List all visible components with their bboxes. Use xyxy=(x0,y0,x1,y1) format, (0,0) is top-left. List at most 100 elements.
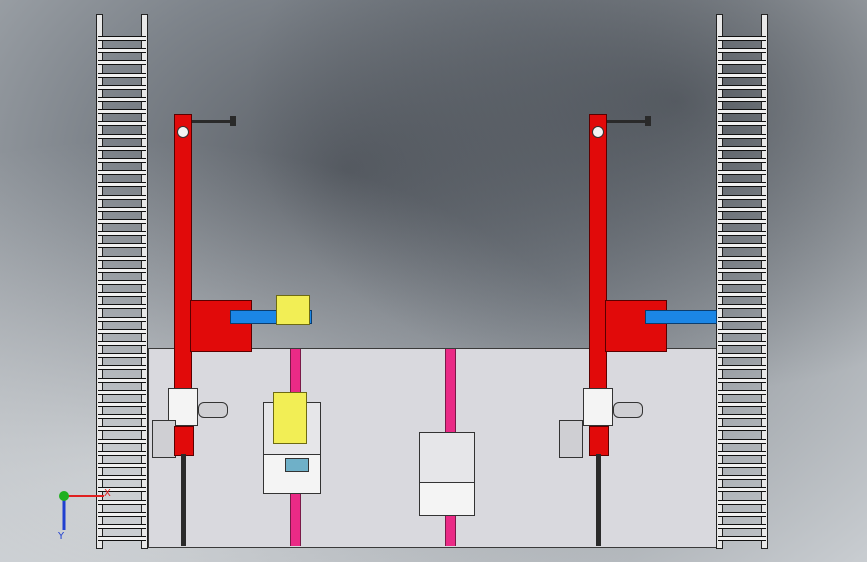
gantry-robot-left[interactable] xyxy=(150,110,320,550)
x-axis-label: X xyxy=(104,488,111,499)
rack-shelf xyxy=(98,219,146,224)
axis-triad xyxy=(59,491,104,530)
rack-shelf xyxy=(718,267,766,273)
top-arm-end-right xyxy=(645,116,651,126)
z-axis-dot xyxy=(59,491,69,501)
rack-shelf xyxy=(98,524,146,529)
rack-shelf xyxy=(98,267,146,273)
rack-shelf xyxy=(718,328,766,334)
rack-shelf xyxy=(98,536,146,542)
rack-shelf xyxy=(718,145,766,151)
rack-shelf xyxy=(718,170,766,176)
rack-shelf xyxy=(98,463,146,468)
rack-shelf xyxy=(718,414,766,420)
rack-shelf xyxy=(718,219,766,224)
rack-shelf xyxy=(718,536,766,542)
top-arm-end-left xyxy=(230,116,236,126)
rack-shelf xyxy=(98,97,146,102)
rack-shelf xyxy=(98,292,146,298)
rack-shelf xyxy=(718,365,766,371)
rack-shelf xyxy=(718,231,766,237)
rack-shelf xyxy=(98,353,146,359)
top-arm-left xyxy=(188,120,234,123)
storage-rack-left xyxy=(96,14,148,549)
rack-shelf xyxy=(718,450,766,456)
rack-shelf xyxy=(718,511,766,517)
rack-shelf xyxy=(98,499,146,505)
column-base-right xyxy=(589,426,609,456)
agv-cart-empty[interactable] xyxy=(419,432,475,516)
rack-shelf xyxy=(718,402,766,407)
rack-shelf xyxy=(98,255,146,261)
rack-shelf xyxy=(98,316,146,322)
rack-shelf xyxy=(718,499,766,505)
telescopic-slide-right xyxy=(645,310,717,324)
motor-left xyxy=(198,402,228,418)
column-base-left xyxy=(174,426,194,456)
horizontal-beam-left xyxy=(190,300,252,352)
rack-shelf xyxy=(718,389,766,395)
rack-shelf xyxy=(98,280,146,285)
rack-shelf xyxy=(718,194,766,200)
rack-shelf xyxy=(718,109,766,115)
rack-shelf xyxy=(718,475,766,481)
rack-shelf xyxy=(98,36,146,41)
agv-screen xyxy=(285,458,309,472)
rack-shelf xyxy=(718,158,766,163)
rack-shelf xyxy=(718,463,766,468)
rack-shelf xyxy=(718,72,766,78)
rack-shelf xyxy=(98,182,146,188)
lower-rod-left xyxy=(181,454,186,546)
y-axis-label: Y xyxy=(58,531,65,542)
column-top-cap-right xyxy=(592,126,604,138)
rack-shelf xyxy=(98,511,146,517)
drive-unit-right xyxy=(559,420,583,458)
horizontal-beam-right xyxy=(605,300,667,352)
rack-shelf xyxy=(98,231,146,237)
rack-shelf xyxy=(98,72,146,78)
rack-shelf xyxy=(98,60,146,66)
carriage-left xyxy=(168,388,198,426)
rack-shelf xyxy=(98,48,146,54)
rack-shelf xyxy=(98,328,146,334)
rack-shelf xyxy=(718,426,766,432)
rack-shelf xyxy=(718,304,766,310)
rack-shelf xyxy=(98,377,146,383)
rack-shelf xyxy=(718,353,766,359)
top-arm-right xyxy=(603,120,649,123)
rack-shelf xyxy=(718,97,766,102)
carried-box-left xyxy=(276,295,310,325)
column-top-cap-left xyxy=(177,126,189,138)
agv-base-empty xyxy=(419,482,475,516)
rack-shelf xyxy=(98,145,146,151)
gantry-robot-right[interactable] xyxy=(559,110,735,550)
rack-shelf xyxy=(718,255,766,261)
rack-shelf xyxy=(718,36,766,41)
rack-shelf xyxy=(718,316,766,322)
agv-cart-loaded[interactable] xyxy=(263,392,321,496)
rack-shelf xyxy=(98,475,146,481)
rack-shelf xyxy=(98,109,146,115)
storage-rack-right xyxy=(716,14,768,549)
rack-shelf xyxy=(98,487,146,493)
rack-shelf xyxy=(98,414,146,420)
rack-shelf xyxy=(718,121,766,127)
rack-shelf xyxy=(98,426,146,432)
rack-shelf xyxy=(718,438,766,444)
rack-shelf xyxy=(98,206,146,212)
rack-shelf xyxy=(98,243,146,249)
rack-shelf xyxy=(718,524,766,529)
rack-shelf xyxy=(718,206,766,212)
rack-shelf xyxy=(98,133,146,139)
rack-shelf xyxy=(718,487,766,493)
rack-shelf xyxy=(98,304,146,310)
lower-rod-right xyxy=(596,454,601,546)
rack-shelf xyxy=(98,170,146,176)
rack-shelf xyxy=(98,450,146,456)
box-stack-agv xyxy=(273,392,307,444)
rack-shelf xyxy=(718,377,766,383)
rack-shelf xyxy=(98,121,146,127)
rack-shelf xyxy=(718,48,766,54)
rack-shelf xyxy=(98,194,146,200)
